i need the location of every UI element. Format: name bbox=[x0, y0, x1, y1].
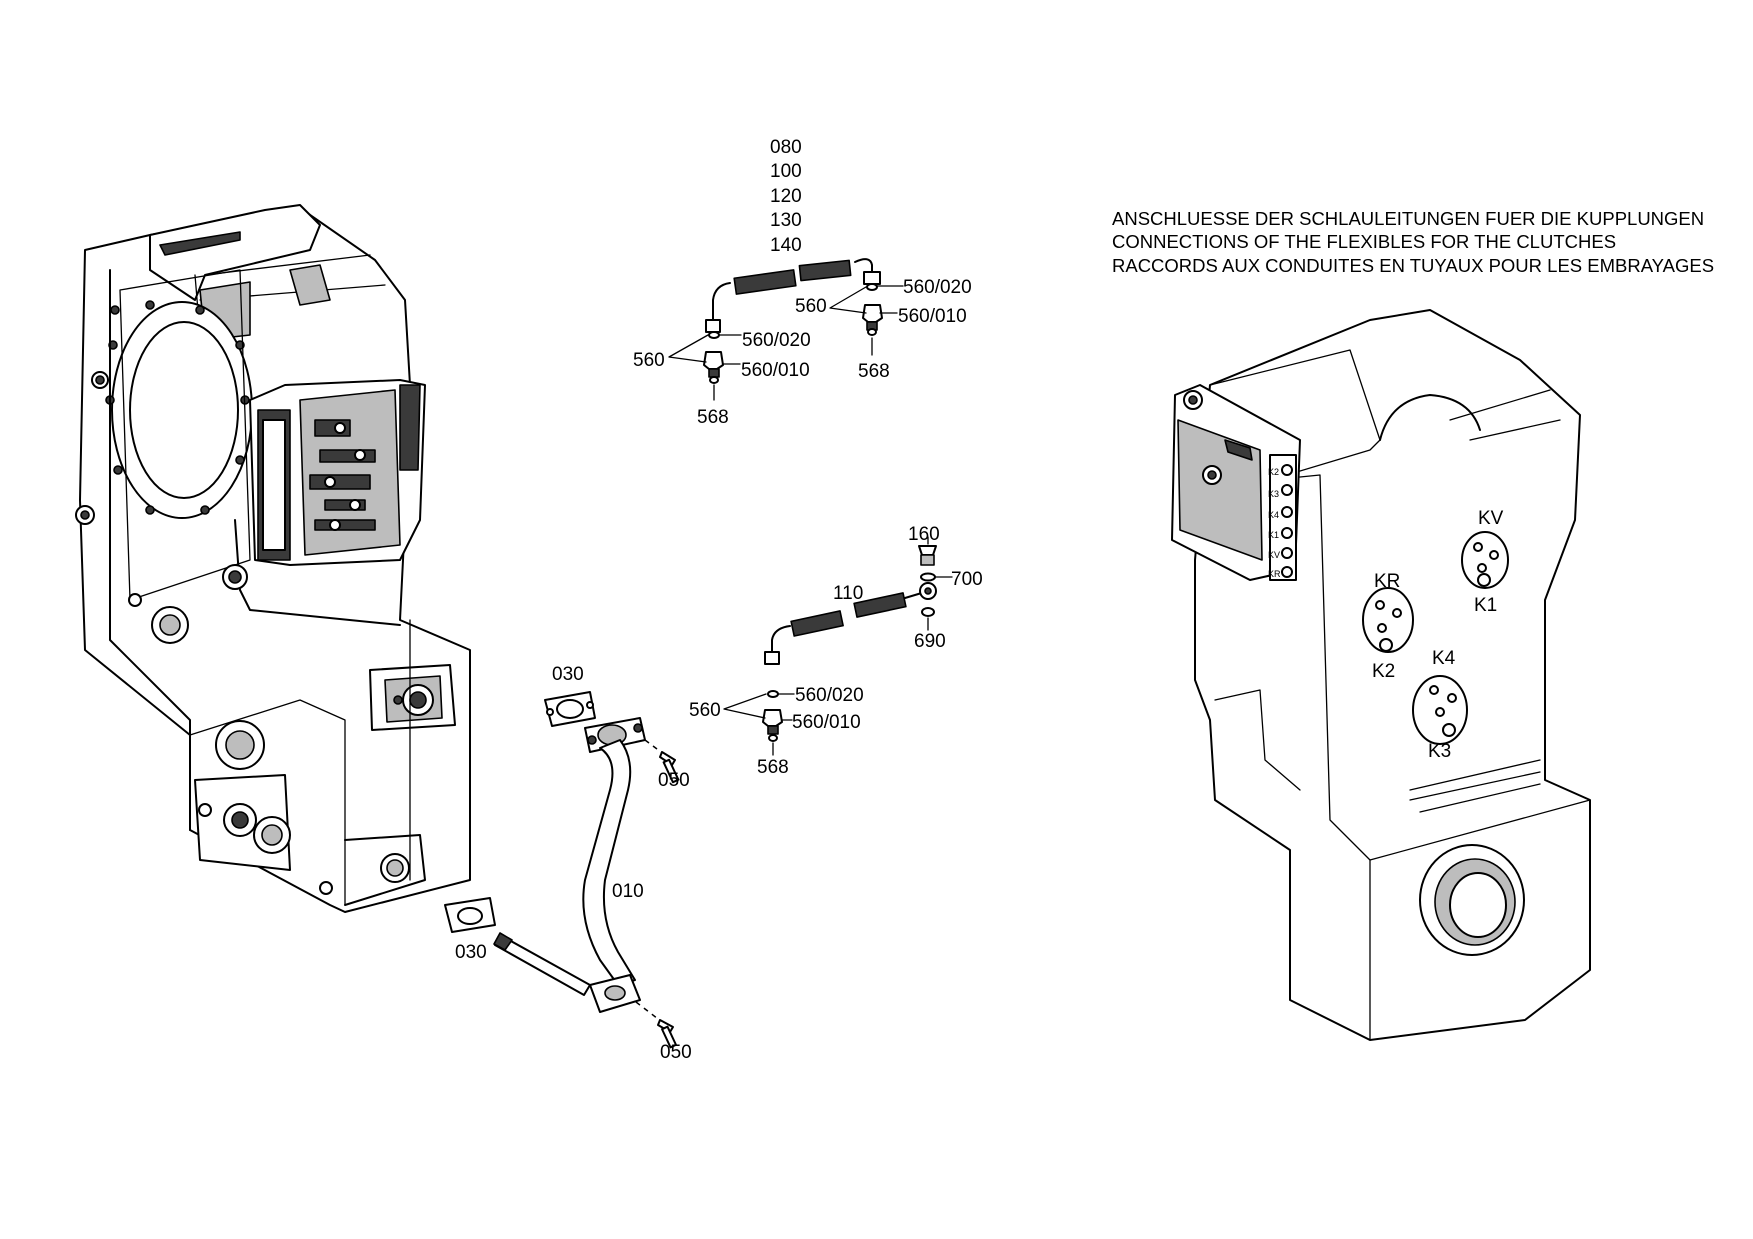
clutch-port-label: KR bbox=[1374, 571, 1400, 592]
clutch-port-label: K3 bbox=[1428, 741, 1451, 762]
part-number: 140 bbox=[770, 235, 802, 256]
valve-mark: K4 bbox=[1268, 510, 1279, 520]
bottom-hose-labels: 160 700 110 690 560/020 560 560/010 568 bbox=[689, 524, 983, 778]
title-line-fr: RACCORDS AUX CONDUITES EN TUYAUX POUR LE… bbox=[1112, 255, 1714, 276]
pipe-group-drawing bbox=[444, 691, 680, 1049]
part-number: 568 bbox=[697, 407, 729, 428]
part-number: 030 bbox=[455, 942, 487, 963]
clutch-port-label: K1 bbox=[1474, 595, 1497, 616]
title-block: ANSCHLUESSE DER SCHLAULEITUNGEN FUER DIE… bbox=[1112, 208, 1714, 276]
hose-group-top-drawing bbox=[668, 258, 904, 401]
valve-mark: K3 bbox=[1268, 489, 1279, 499]
part-number: 568 bbox=[757, 757, 789, 778]
part-number: 110 bbox=[833, 583, 863, 604]
hose-group-bottom-drawing bbox=[723, 536, 953, 756]
part-number: 560 bbox=[689, 700, 721, 721]
part-number: 560/020 bbox=[795, 685, 864, 706]
part-number: 560 bbox=[795, 296, 827, 317]
title-line-en: CONNECTIONS OF THE FLEXIBLES FOR THE CLU… bbox=[1112, 231, 1616, 252]
part-number: 010 bbox=[612, 881, 644, 902]
valve-mark: K2 bbox=[1268, 467, 1279, 477]
part-number: 030 bbox=[552, 664, 584, 685]
part-number: 160 bbox=[908, 524, 940, 545]
clutch-port-labels: KV K1 KR K2 K4 K3 bbox=[1372, 508, 1504, 762]
part-number: 120 bbox=[770, 186, 802, 207]
part-number: 700 bbox=[951, 569, 983, 590]
part-number: 100 bbox=[770, 161, 802, 182]
transmission-housing-drawing bbox=[75, 204, 471, 913]
part-number: 560/020 bbox=[742, 330, 811, 351]
top-hose-labels: 080 100 120 130 140 560/020 560 560/010 … bbox=[633, 137, 972, 428]
part-number: 130 bbox=[770, 210, 802, 231]
valve-mark: KR bbox=[1268, 569, 1281, 579]
clutch-housing-drawing: K2 K3 K4 K1 KV KR bbox=[1171, 309, 1591, 1041]
part-number: 690 bbox=[914, 631, 946, 652]
part-number: 560/010 bbox=[898, 306, 967, 327]
title-line-de: ANSCHLUESSE DER SCHLAULEITUNGEN FUER DIE… bbox=[1112, 208, 1704, 229]
part-number: 568 bbox=[858, 361, 890, 382]
part-number: 050 bbox=[660, 1042, 692, 1063]
part-number: 080 bbox=[770, 137, 802, 158]
valve-mark: KV bbox=[1268, 550, 1280, 560]
pipe-labels: 030 050 010 030 050 bbox=[455, 664, 692, 1063]
part-number: 050 bbox=[658, 770, 690, 791]
part-number: 560/020 bbox=[903, 277, 972, 298]
clutch-port-label: KV bbox=[1478, 508, 1504, 529]
part-number: 560 bbox=[633, 350, 665, 371]
clutch-port-label: K2 bbox=[1372, 661, 1395, 682]
valve-mark: K1 bbox=[1268, 530, 1279, 540]
part-number: 560/010 bbox=[741, 360, 810, 381]
part-number: 560/010 bbox=[792, 712, 861, 733]
clutch-port-label: K4 bbox=[1432, 648, 1456, 669]
